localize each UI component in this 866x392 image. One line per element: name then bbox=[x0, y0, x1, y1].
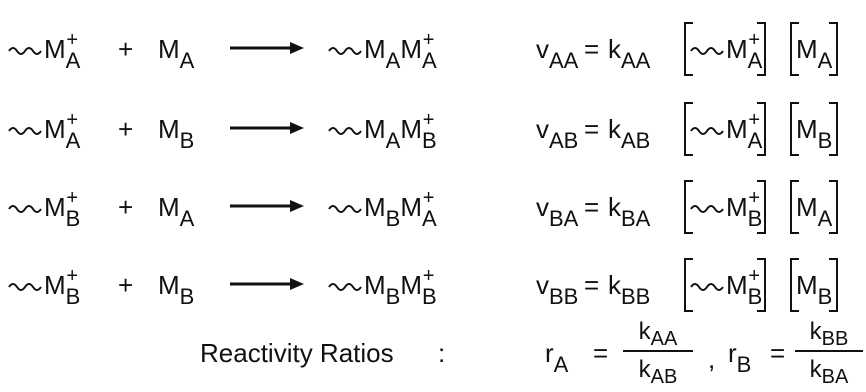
rate-equals: = bbox=[584, 270, 600, 300]
reaction-row: MB+ + MB MBMB+ vBB= kBB MB+ MB bbox=[0, 258, 866, 318]
wavy-chain-icon bbox=[690, 192, 726, 222]
chain-concentration: MB+ bbox=[684, 180, 767, 234]
r-b-equals: = bbox=[770, 338, 786, 368]
reaction-arrow-icon bbox=[228, 40, 306, 61]
ratios-colon: : bbox=[438, 338, 446, 368]
wavy-chain-icon bbox=[690, 270, 726, 300]
wavy-chain-icon bbox=[8, 192, 44, 222]
reactivity-ratios-label: Reactivity Ratios bbox=[200, 338, 394, 368]
monomer: MB bbox=[158, 270, 195, 309]
monomer-concentration: MA bbox=[790, 180, 839, 234]
wavy-chain-icon bbox=[690, 34, 726, 64]
r-a-equals: = bbox=[593, 338, 609, 368]
reaction-arrow-icon bbox=[228, 276, 306, 297]
product-chain-end: MAMB+ bbox=[328, 110, 437, 152]
rate-equals: = bbox=[584, 34, 600, 64]
r-b-fraction-bar bbox=[795, 350, 863, 352]
monomer: MB bbox=[158, 114, 195, 153]
rate-symbol: vBB bbox=[536, 270, 579, 309]
reaction-arrow-icon bbox=[228, 120, 306, 141]
r-b-symbol: rB bbox=[728, 338, 752, 377]
rate-equals: = bbox=[584, 114, 600, 144]
reactant-chain-end: MA+ bbox=[8, 30, 80, 72]
plus-sign: + bbox=[118, 114, 134, 144]
monomer: MA bbox=[158, 34, 195, 73]
ratios-comma: , bbox=[708, 344, 716, 374]
wavy-chain-icon bbox=[328, 114, 364, 144]
wavy-chain-icon bbox=[690, 114, 726, 144]
rate-symbol: vBA bbox=[536, 192, 579, 231]
reactant-chain-end: MB+ bbox=[8, 188, 80, 230]
rate-constant: kBA bbox=[608, 192, 651, 231]
r-a-denominator: kAB bbox=[638, 356, 678, 388]
r-b-fraction: kBB kBA bbox=[795, 318, 863, 388]
r-b-numerator: kBB bbox=[809, 318, 849, 350]
monomer-concentration: MB bbox=[790, 258, 839, 312]
chain-concentration: MA+ bbox=[684, 102, 767, 156]
monomer: MA bbox=[158, 192, 195, 231]
reactant-chain-end: MB+ bbox=[8, 266, 80, 308]
monomer-concentration: MA bbox=[790, 22, 839, 76]
r-b-denominator: kBA bbox=[809, 356, 849, 388]
product-chain-end: MBMA+ bbox=[328, 188, 437, 230]
rate-symbol: vAA bbox=[536, 34, 579, 73]
reaction-row: MB+ + MA MBMA+ vBA= kBA MB+ MA bbox=[0, 180, 866, 240]
reaction-row: MA+ + MB MAMB+ vAB= kAB MA+ MB bbox=[0, 102, 866, 162]
reactant-chain-end: MA+ bbox=[8, 110, 80, 152]
wavy-chain-icon bbox=[328, 192, 364, 222]
wavy-chain-icon bbox=[328, 34, 364, 64]
wavy-chain-icon bbox=[8, 270, 44, 300]
r-a-fraction-bar bbox=[623, 350, 693, 352]
rate-constant: kBB bbox=[608, 270, 651, 309]
rate-constant: kAA bbox=[608, 34, 651, 73]
rate-equals: = bbox=[584, 192, 600, 222]
reaction-row: MA+ + MA MAMA+ vAA= kAA MA+ MA bbox=[0, 22, 866, 82]
wavy-chain-icon bbox=[8, 114, 44, 144]
r-a-numerator: kAA bbox=[638, 318, 678, 350]
rate-constant: kAB bbox=[608, 114, 651, 153]
chain-concentration: MB+ bbox=[684, 258, 767, 312]
product-chain-end: MBMB+ bbox=[328, 266, 437, 308]
wavy-chain-icon bbox=[8, 34, 44, 64]
product-chain-end: MAMA+ bbox=[328, 30, 437, 72]
monomer-concentration: MB bbox=[790, 102, 839, 156]
r-a-symbol: rA bbox=[545, 338, 569, 377]
reaction-arrow-icon bbox=[228, 198, 306, 219]
wavy-chain-icon bbox=[328, 270, 364, 300]
chain-concentration: MA+ bbox=[684, 22, 767, 76]
plus-sign: + bbox=[118, 192, 134, 222]
r-a-fraction: kAA kAB bbox=[623, 318, 693, 388]
plus-sign: + bbox=[118, 270, 134, 300]
rate-symbol: vAB bbox=[536, 114, 579, 153]
plus-sign: + bbox=[118, 34, 134, 64]
